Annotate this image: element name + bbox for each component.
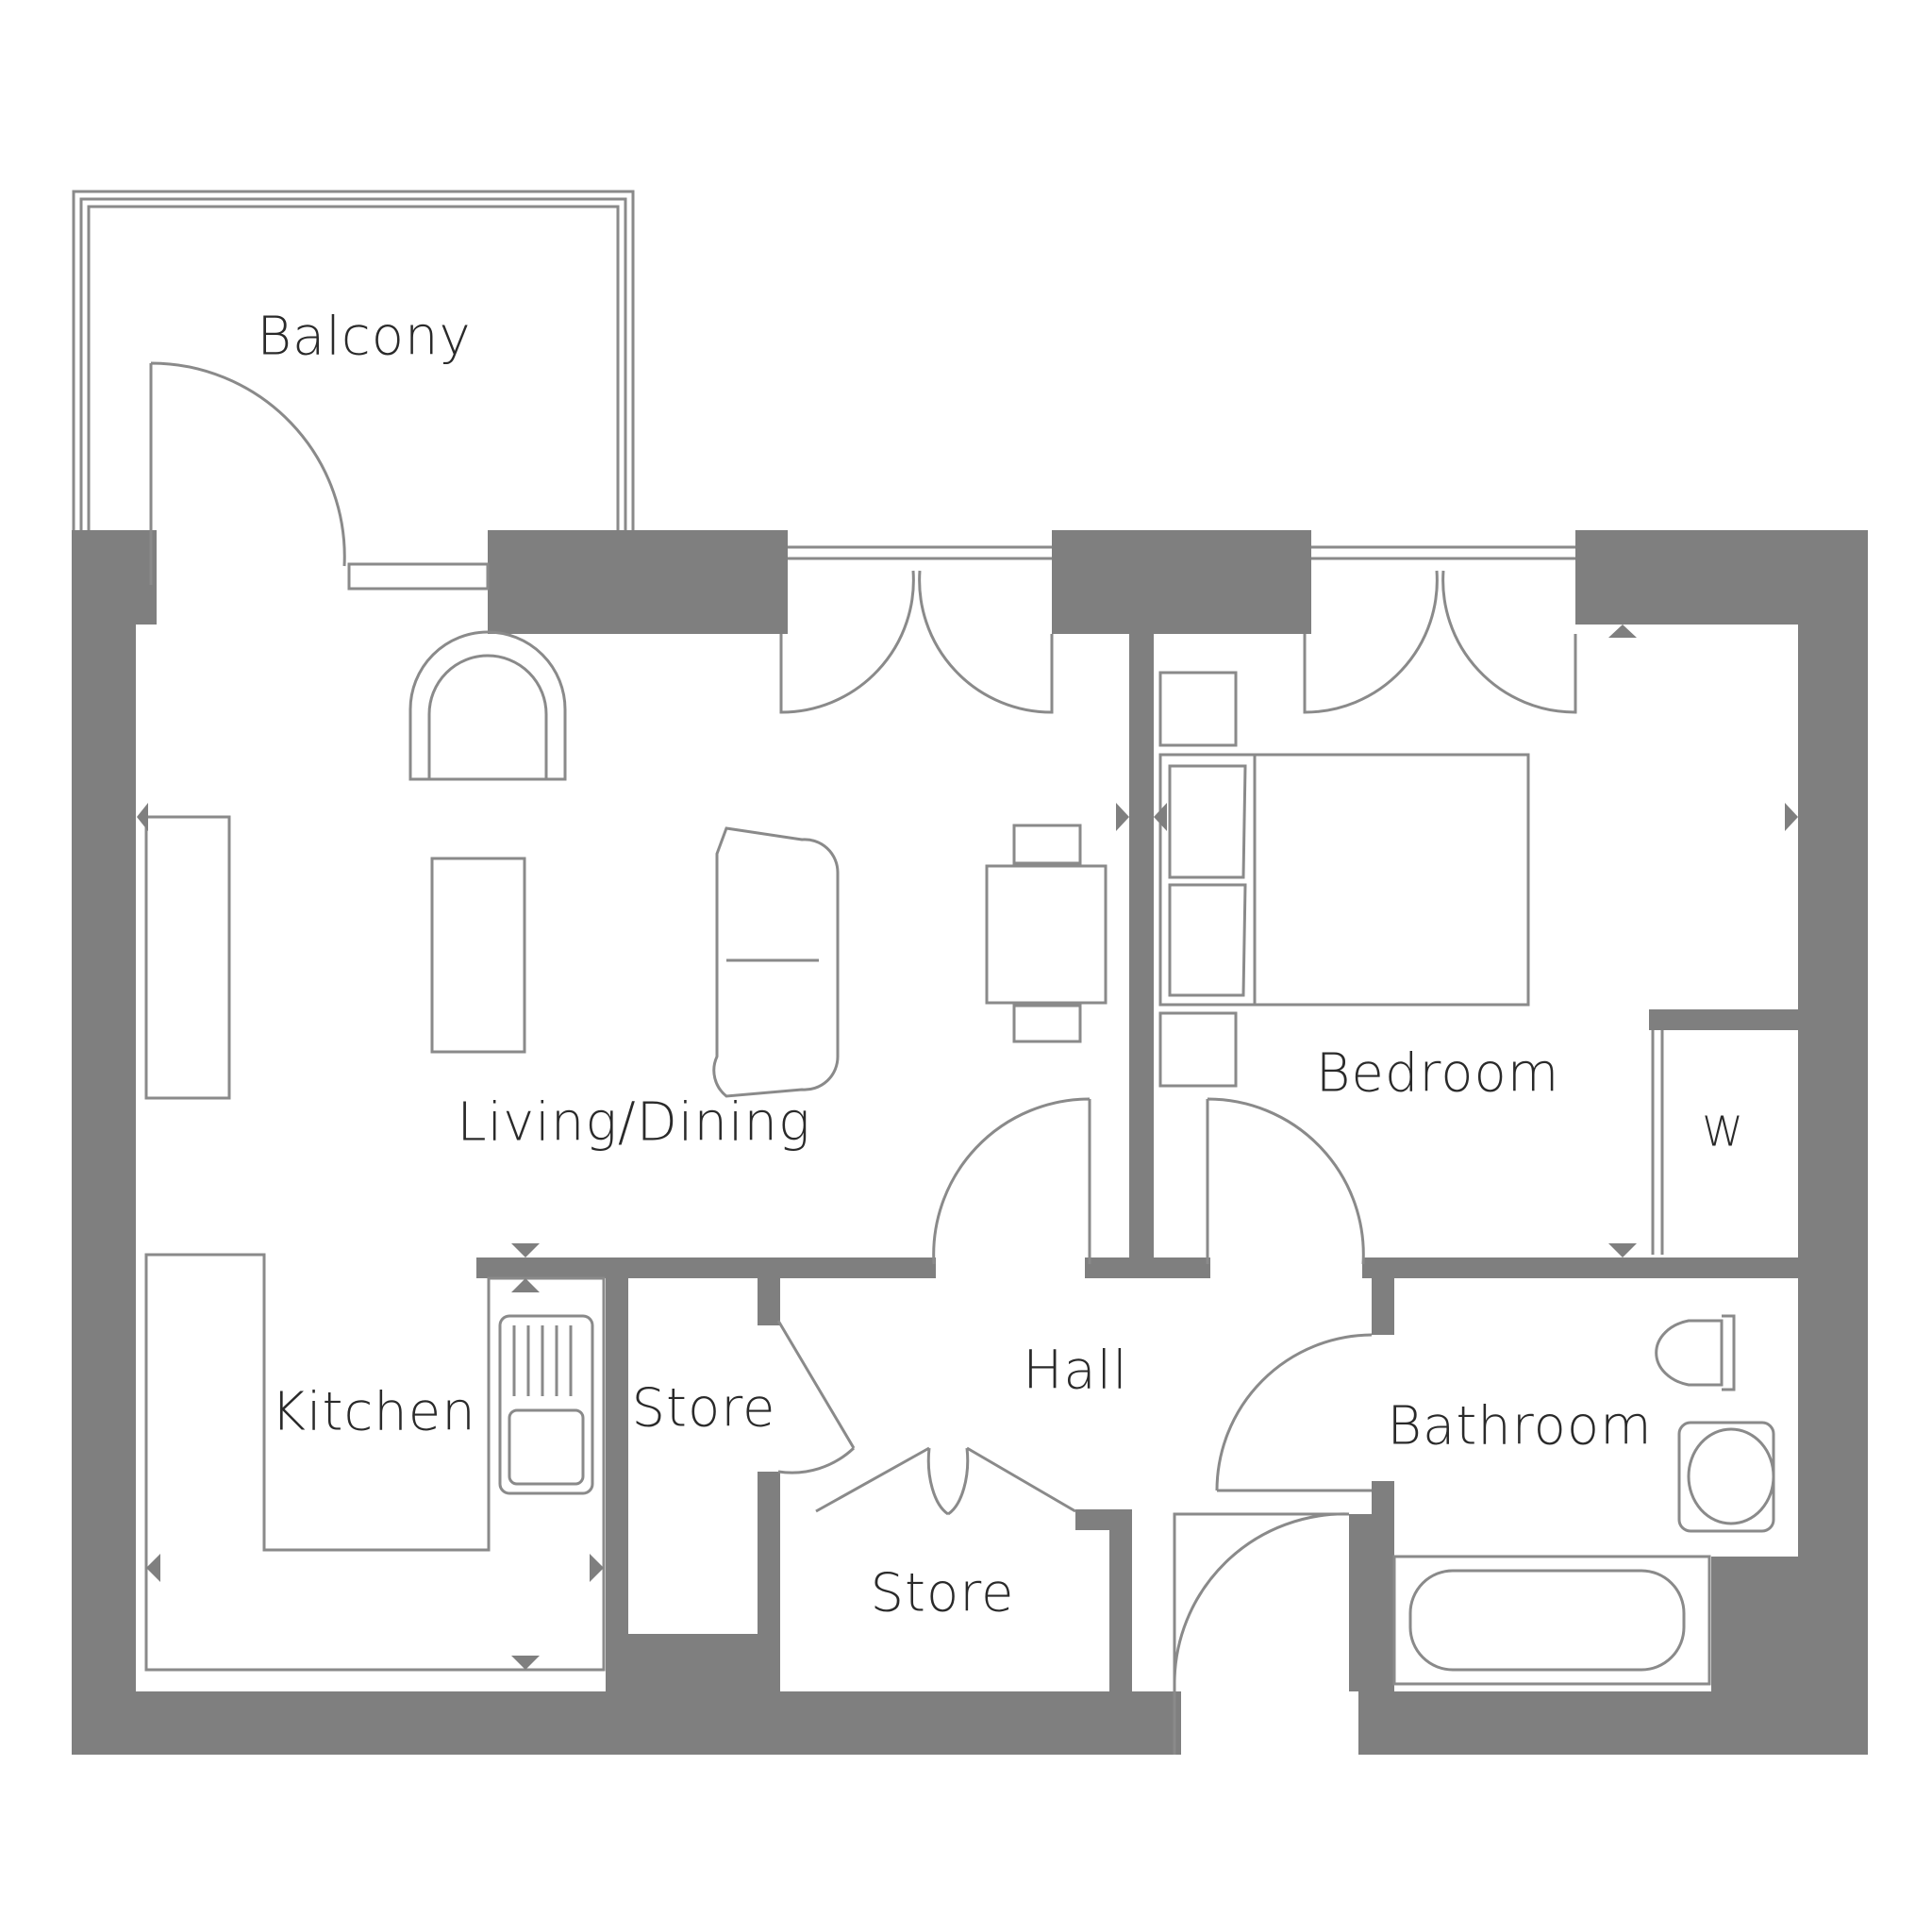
sink-basin (508, 1408, 585, 1486)
bathtub-inner (1408, 1569, 1686, 1672)
wall-north-balcony (72, 530, 157, 625)
room-label-living-dining: Living/Dining (457, 1091, 811, 1154)
wall-kitchen-top (476, 1257, 936, 1278)
coffee-table (430, 857, 526, 1054)
marker-4 (1154, 803, 1167, 831)
bathtub (1392, 1555, 1711, 1686)
store-door-left (776, 1320, 856, 1474)
store-doors-bottom (815, 1446, 1076, 1516)
wall-north-1 (488, 530, 788, 634)
wall-living-bedroom (1129, 625, 1154, 1261)
room-label-bedroom: Bedroom (1315, 1042, 1560, 1105)
wall-south-right (1358, 1691, 1868, 1755)
bathroom-door (1215, 1333, 1373, 1492)
marker-3 (1116, 803, 1129, 831)
wall-bedroom-bathroom (1362, 1257, 1798, 1278)
room-label-kitchen: Kitchen (271, 1381, 476, 1443)
wall-east (1798, 530, 1868, 1755)
bedroom-door (1206, 1097, 1365, 1265)
living-door (932, 1097, 1091, 1265)
sink-drainer (512, 1325, 573, 1396)
window-1 (788, 545, 1052, 560)
bedside-table-2 (1158, 1011, 1238, 1088)
window-2 (1311, 545, 1575, 560)
balcony-door (149, 361, 346, 585)
wall-north-2 (1052, 530, 1311, 634)
balcony-threshold (347, 562, 490, 591)
room-label-store-bottom: Store (870, 1562, 1015, 1624)
dining-chair-bottom (1012, 1004, 1082, 1043)
pillow-2 (1168, 883, 1247, 997)
dining-chair-top (1012, 824, 1082, 865)
wall-wardrobe-top (1649, 1009, 1798, 1030)
wall-store-bottom-left (628, 1634, 758, 1691)
marker-9 (1608, 1243, 1637, 1257)
french-door-2 (1303, 570, 1577, 714)
walls (72, 530, 1868, 1755)
basin-bowl (1687, 1427, 1775, 1525)
dining-table (985, 864, 1108, 1005)
balcony-railing (72, 190, 635, 530)
wall-hall-top-1 (1085, 1257, 1151, 1278)
marker-6 (1608, 625, 1637, 638)
wall-bath-west-2 (1372, 1481, 1394, 1691)
wall-kitchen-store (606, 1278, 628, 1698)
wall-south-left (72, 1691, 1181, 1755)
markers (137, 623, 1798, 1670)
bed (1158, 753, 1530, 1007)
french-door-1 (779, 570, 1054, 714)
toilet (1655, 1314, 1736, 1391)
pillow-1 (1168, 764, 1247, 879)
wardrobe-door (1651, 1030, 1664, 1255)
kitchen-sink (498, 1314, 594, 1495)
armchair (408, 630, 567, 781)
marker-11 (590, 1554, 604, 1582)
wall-store2-right (1109, 1509, 1132, 1691)
wall-store2-left (758, 1509, 780, 1691)
marker-10 (146, 1554, 160, 1582)
room-label-store-left: Store (631, 1377, 776, 1440)
marker-1 (511, 623, 540, 634)
basin (1677, 1421, 1775, 1533)
wall-west (72, 530, 136, 1755)
kitchen-counter (144, 1253, 606, 1672)
bedside-table-1 (1158, 671, 1238, 747)
wall-entrance-left (1349, 1514, 1372, 1691)
tv-unit (144, 815, 231, 1100)
fixtures (72, 190, 1775, 1755)
marker-8 (511, 1278, 540, 1292)
wall-bath-west-1 (1372, 1274, 1394, 1335)
room-label-balcony: Balcony (257, 306, 472, 368)
sofa (712, 826, 840, 1098)
room-label-hall: Hall (1023, 1340, 1128, 1402)
room-label-bathroom: Bathroom (1387, 1395, 1653, 1457)
wall-hall-top-2 (1149, 1257, 1210, 1278)
marker-12 (511, 1656, 540, 1670)
wall-bath-east (1711, 1557, 1798, 1691)
wall-store-hall (758, 1278, 780, 1325)
wall-north-3 (1575, 530, 1868, 625)
marker-5 (1785, 803, 1798, 831)
wall-store2-top-right (1075, 1509, 1132, 1530)
marker-2 (137, 803, 148, 831)
entrance-door (1173, 1512, 1350, 1755)
room-label-wardrobe: W (1702, 1108, 1743, 1157)
marker-7 (511, 1243, 540, 1257)
